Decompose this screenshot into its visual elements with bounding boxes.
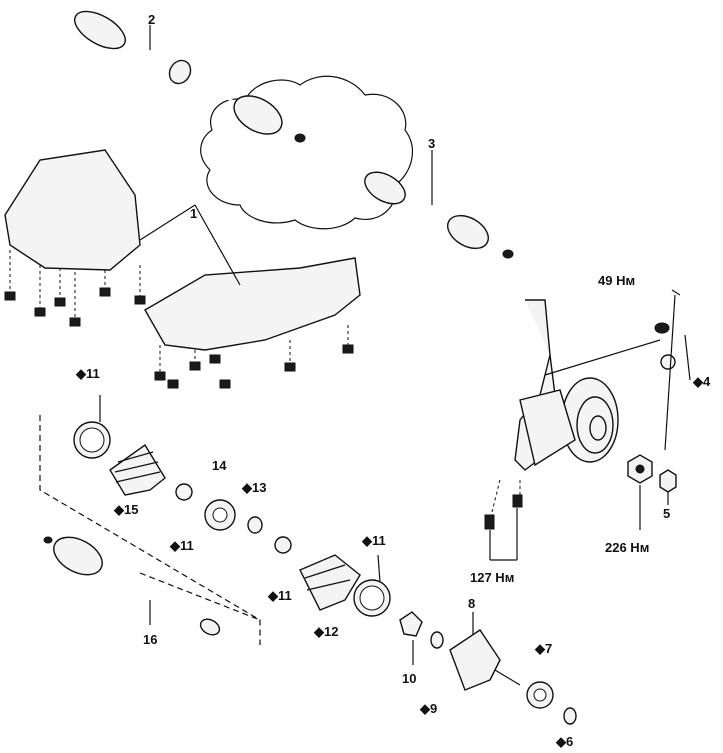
torque-49: 49 Нм [598,273,635,288]
label-1: 1 [190,206,197,221]
label-5: 5 [663,506,670,521]
label-9: ◆9 [419,701,437,716]
boot-12 [299,554,361,611]
label-3: 3 [428,136,435,151]
torque-226: 226 Нм [605,540,649,555]
shield-bolts [4,250,354,389]
label-8: 8 [468,596,475,611]
cloud-shape [200,75,414,230]
label-11b: ◆11 [169,538,194,553]
label-6: ◆6 [555,734,573,749]
label-10: 10 [402,671,416,686]
label-13: ◆13 [241,480,266,495]
snap-ring-6 [563,707,577,725]
label-11a: ◆11 [75,366,100,381]
dashed-group [39,415,261,645]
boot-clamp-b [175,483,193,501]
nut-5 [659,469,677,493]
label-2: 2 [148,12,155,27]
tripod-10 [399,611,423,637]
label-15: ◆15 [113,502,138,517]
snap-ring-9 [430,631,444,649]
label-16: 16 [143,632,157,647]
label-7: ◆7 [534,641,552,656]
knuckle-bolt-a [484,514,495,530]
label-12: ◆12 [313,624,338,639]
snap-ring-13 [247,516,263,534]
label-14: 14 [212,458,227,473]
steering-knuckle [489,299,676,521]
label-4: ◆4 [692,374,711,389]
outer-joint-8 [449,629,501,691]
label-11c: ◆11 [267,588,292,603]
boot-15 [109,443,166,496]
cotter-pin [664,294,676,451]
torque-127: 127 Нм [470,570,514,585]
engine-shield-left [4,149,141,271]
drive-shaft-upper [69,10,306,143]
boot-clamp-c [274,536,292,554]
drive-shaft-right [344,163,514,259]
knuckle-bolt-b [512,494,523,508]
engine-shield-right [144,257,361,351]
label-11d: ◆11 [361,533,386,548]
inner-shaft-16 [43,536,221,636]
